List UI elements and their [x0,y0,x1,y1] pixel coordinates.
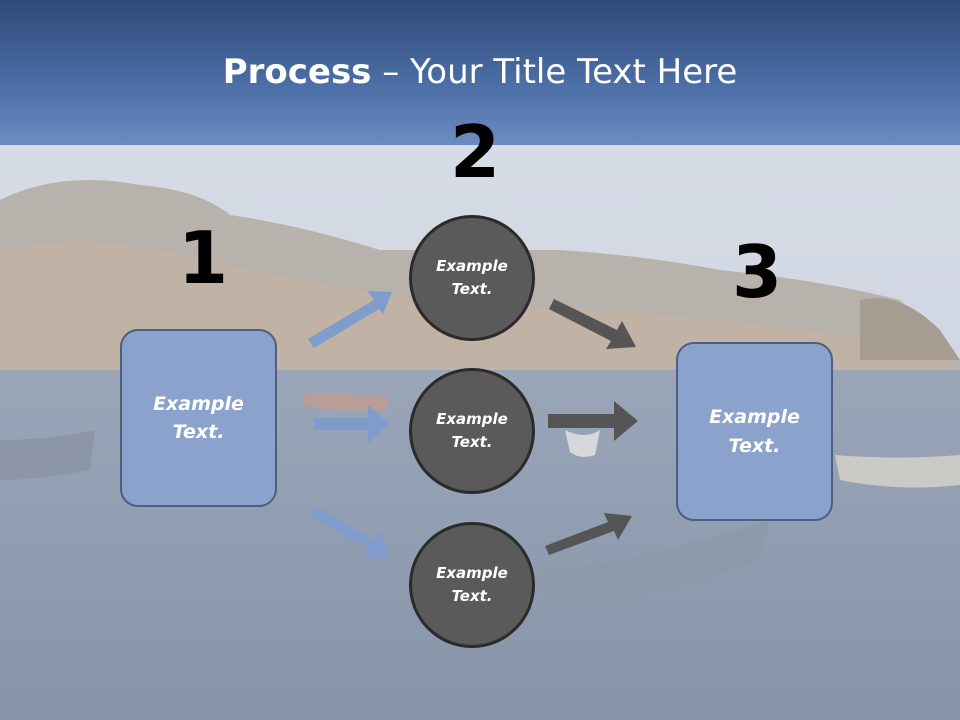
arrow-blue-down [311,507,391,558]
circle-middle: Example Text. [409,368,535,494]
left-box: Example Text. [120,329,277,507]
step-number-3: 3 [732,230,783,314]
slide-title: Process – Your Title Text Here [0,52,960,92]
step-number-2: 2 [450,110,501,194]
circle-top-label: Example Text. [436,256,508,298]
arrow-blue-up [308,291,392,348]
title-bar [0,0,960,145]
circle-bottom-label: Example Text. [436,563,508,605]
right-box: Example Text. [676,342,833,521]
arrow-gray-right [548,401,638,441]
title-bold: Process [222,52,372,92]
arrow-blue-right [314,405,390,443]
right-box-label: Example Text. [709,406,800,457]
circle-middle-label: Example Text. [436,409,508,451]
arrow-gray-down [549,299,636,349]
title-rest: – Your Title Text Here [371,52,738,92]
step-number-1: 1 [178,216,229,300]
circle-top: Example Text. [409,215,535,341]
arrow-gray-up [545,513,632,555]
left-box-label: Example Text. [153,392,244,444]
circle-bottom: Example Text. [409,522,535,648]
